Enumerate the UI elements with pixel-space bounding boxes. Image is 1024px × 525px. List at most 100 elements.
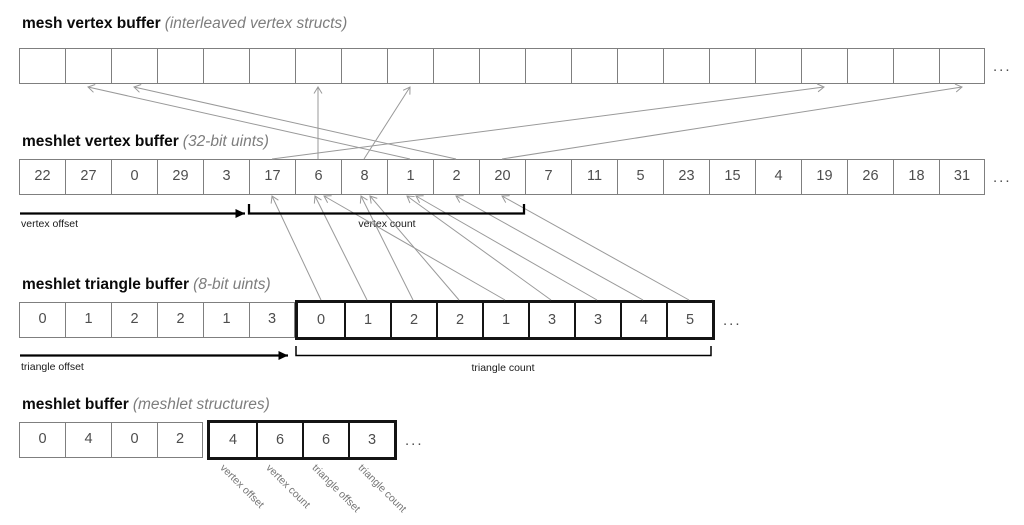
vertex-ref-arrow (271, 83, 825, 160)
buffer-cell: 4 (65, 422, 111, 458)
meshlet-field-triangle-count-label: triangle count (355, 462, 409, 516)
buffer-title-text: meshlet vertex buffer (22, 133, 179, 150)
buffer-subtitle-text: (interleaved vertex structs) (164, 15, 348, 32)
meshlet-triangle-buffer-title: meshlet triangle buffer(8-bit uints) (22, 276, 271, 294)
buffer-cell: 0 (111, 422, 157, 458)
buffer-cell: 20 (479, 159, 525, 195)
buffer-cell (341, 48, 387, 84)
buffer-cell: 11 (571, 159, 617, 195)
buffer-cell (709, 48, 755, 84)
buffer-cell: 1 (387, 159, 433, 195)
buffer-subtitle-text: (32-bit uints) (182, 133, 269, 150)
triangle-offset-label: triangle offset (21, 361, 84, 373)
meshlet-buffer-title: meshlet buffer(meshlet structures) (22, 396, 270, 414)
buffer-cell (893, 48, 939, 84)
buffer-cell (525, 48, 571, 84)
buffer-cell (479, 48, 525, 84)
buffer-cell: 0 (316, 312, 326, 328)
meshlet-field-vertex-offset-label: vertex offset (217, 462, 267, 511)
buffer-cell (203, 48, 249, 84)
buffer-title-text: meshlet triangle buffer (22, 276, 190, 293)
buffer-cell: 3 (203, 159, 249, 195)
triangle-ref-arrow (501, 195, 690, 301)
buffer-title-text: mesh vertex buffer (22, 15, 161, 32)
buffer-cell: 29 (157, 159, 203, 195)
ellipsis: ... (405, 432, 424, 449)
buffer-cell: 22 (19, 159, 65, 195)
triangle-count-bracket (295, 346, 712, 357)
ellipsis: ... (723, 312, 742, 329)
buffer-cell (387, 48, 433, 84)
buffer-cell: 7 (525, 159, 571, 195)
buffer-cell: 3 (528, 303, 574, 337)
triangle-ref-arrow (359, 195, 414, 301)
buffer-cell: 5 (617, 159, 663, 195)
mesh-vertex-buffer-row (19, 48, 985, 84)
buffer-cell: 4 (620, 303, 666, 337)
triangle-ref-arrow (313, 195, 368, 301)
buffer-cell (295, 48, 341, 84)
triangle-ref-arrow (406, 195, 552, 301)
buffer-cell: 1 (482, 303, 528, 337)
triangle-ref-arrow (369, 195, 460, 301)
buffer-cell: 2 (111, 302, 157, 338)
buffer-cell (111, 48, 157, 84)
buffer-cell: 1 (65, 302, 111, 338)
buffer-cell: 31 (939, 159, 985, 195)
buffer-cell: 3 (574, 303, 620, 337)
triangle-ref-arrow (455, 195, 644, 301)
buffer-cell: 2 (390, 303, 436, 337)
buffer-cell (617, 48, 663, 84)
triangle-ref-arrow (415, 195, 598, 301)
buffer-cell (801, 48, 847, 84)
mesh-vertex-buffer-title: mesh vertex buffer(interleaved vertex st… (22, 15, 347, 33)
buffer-cell: 6 (302, 423, 348, 457)
buffer-cell: 17 (249, 159, 295, 195)
buffer-cell: 2 (433, 159, 479, 195)
buffer-cell: 3 (249, 302, 295, 338)
triangle-ref-arrow (270, 195, 322, 301)
buffer-cell (755, 48, 801, 84)
buffer-subtitle-text: (meshlet structures) (132, 396, 270, 413)
triangle-count-label: triangle count (471, 362, 535, 374)
vertex-ref-arrow (363, 86, 411, 160)
buffer-cell (663, 48, 709, 84)
buffer-cell: 1 (203, 302, 249, 338)
buffer-cell: 0 (19, 422, 65, 458)
meshlet-field-vertex-count-label: vertex count (263, 462, 313, 511)
buffer-cell (157, 48, 203, 84)
buffer-cell: 2 (157, 422, 203, 458)
buffer-cell: 19 (801, 159, 847, 195)
ellipsis: ... (993, 169, 1012, 186)
buffer-cell: 0 (19, 302, 65, 338)
buffer-cell: 6 (295, 159, 341, 195)
triangle-ref-arrow (323, 195, 506, 301)
vertex-count-bracket (247, 204, 526, 215)
buffer-title-text: meshlet buffer (22, 396, 129, 413)
vertex-offset-label: vertex offset (21, 218, 79, 230)
buffer-cell: 6 (256, 423, 302, 457)
buffer-cell (433, 48, 479, 84)
buffer-cell: 18 (893, 159, 939, 195)
buffer-cell (65, 48, 111, 84)
buffer-cell: 0 (111, 159, 157, 195)
buffer-cell: 4 (755, 159, 801, 195)
vertex-count-label: vertex count (358, 218, 416, 230)
buffer-cell: 4 (228, 432, 238, 448)
buffer-cell (19, 48, 65, 84)
buffer-cell (249, 48, 295, 84)
vertex-ref-arrow (501, 83, 963, 160)
buffer-cell: 3 (348, 423, 394, 457)
buffer-cell: 27 (65, 159, 111, 195)
buffer-cell: 15 (709, 159, 755, 195)
buffer-cell: 2 (157, 302, 203, 338)
buffer-cell (939, 48, 985, 84)
meshlet-vertex-buffer-title: meshlet vertex buffer(32-bit uints) (22, 133, 269, 151)
ellipsis: ... (993, 58, 1012, 75)
buffer-cell: 5 (666, 303, 712, 337)
